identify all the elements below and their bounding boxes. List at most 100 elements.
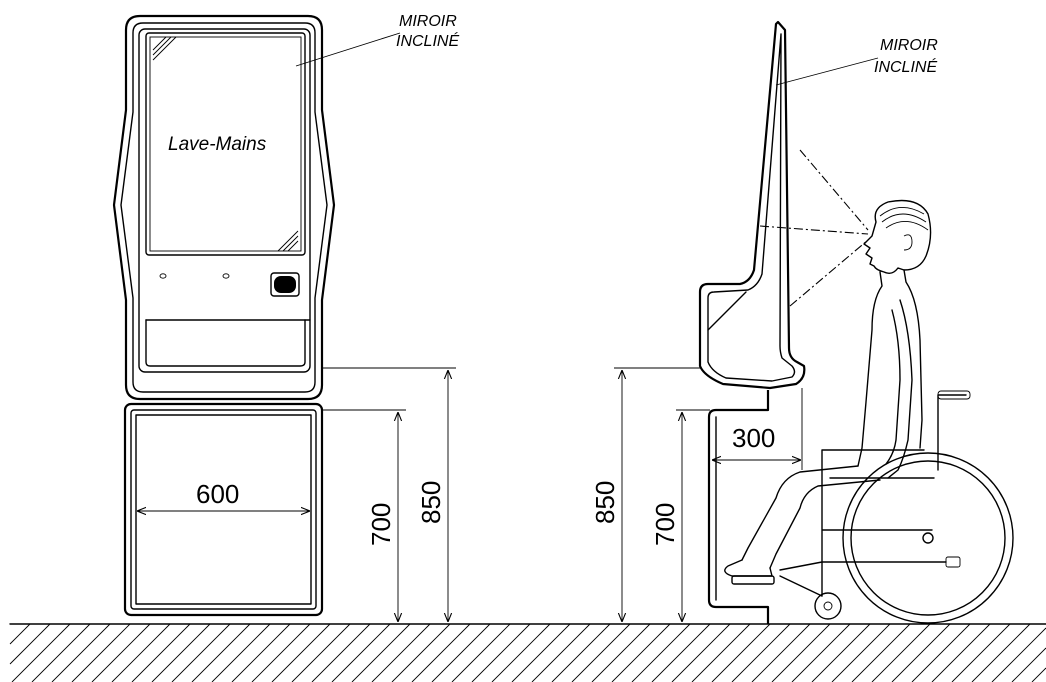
ground-hatch-line — [951, 623, 1011, 682]
ground-hatch-line — [611, 623, 671, 682]
ground-hatch-line — [351, 623, 411, 682]
ground-hatch-line — [291, 623, 351, 682]
ground-hatch-line — [631, 623, 691, 682]
ground-hatch-line — [731, 623, 791, 682]
faucet-sensor-left — [159, 273, 167, 279]
front-unit-outline-inner — [120, 22, 328, 393]
side-dim-700-text: 700 — [650, 503, 680, 546]
ground-hatch-line — [9, 623, 51, 665]
ground-hatch-line — [551, 623, 611, 682]
wheelchair-small-wheel — [814, 592, 842, 620]
soap-dispenser-button — [270, 272, 300, 297]
mirror-reflection-bottom — [277, 230, 299, 252]
ground-hatch-line — [751, 623, 811, 682]
person-head — [863, 199, 932, 275]
person-torso-back — [903, 269, 923, 449]
ground-hatch-line — [671, 623, 731, 682]
ground-hatch-line — [211, 623, 271, 682]
dim-700-text: 700 — [366, 503, 396, 546]
ground-hatch-line — [9, 623, 31, 645]
ground-hatch-line — [171, 623, 231, 682]
dim-width-text: 600 — [196, 479, 239, 509]
ground-hatch-line — [971, 623, 1031, 682]
ground-hatch-line — [111, 623, 171, 682]
wheelchair-frame — [821, 394, 967, 597]
ground — [9, 623, 1046, 682]
ground-hatch-line — [371, 623, 431, 682]
dim-300-text: 300 — [732, 423, 775, 453]
wheelchair-big-wheel-outer — [842, 452, 1014, 624]
soap-dispenser-inner — [274, 276, 296, 293]
side-mirror-label-2: INCLINÉ — [874, 57, 937, 76]
person-arm-inner — [885, 309, 901, 465]
ground-hatch-line — [311, 623, 371, 682]
ground-hatch-line — [71, 623, 131, 682]
ground-hatch-line — [271, 623, 331, 682]
ground-hatch-line — [571, 623, 631, 682]
side-dim-850-text: 850 — [590, 481, 620, 524]
front-cabinet-outer — [123, 402, 324, 617]
ground-hatch-line — [1011, 647, 1046, 682]
ground-hatch-line — [911, 623, 971, 682]
ground-hatch-line — [991, 627, 1046, 682]
front-mirror-label-2: INCLINÉ — [396, 31, 459, 50]
side-mirror-label-1: MIROIR — [880, 37, 938, 54]
person-hair-1 — [879, 207, 925, 217]
wheelchair-big-wheel-rim — [850, 460, 1006, 616]
ground-hatch-line — [151, 623, 211, 682]
ground-hatch-line — [391, 623, 451, 682]
ground-hatch-line — [891, 623, 951, 682]
side-mirror-leader — [775, 57, 879, 86]
person-foot — [724, 559, 773, 577]
wheelchair-axle-knob — [945, 556, 961, 568]
wheelchair-handle — [937, 390, 971, 400]
ground-hatching — [9, 623, 1046, 682]
ground-hatch-line — [771, 623, 831, 682]
ground-hatch-line — [231, 623, 291, 682]
person-hair-3 — [885, 221, 929, 231]
ground-hatch-line — [511, 623, 571, 682]
wheelchair — [731, 390, 1014, 624]
ground-hatch-line — [531, 623, 591, 682]
ground-hatch-line — [91, 623, 151, 682]
mirror-panel — [145, 32, 306, 256]
ground-hatch-line — [451, 623, 511, 682]
basin-label: Lave-Mains — [168, 134, 267, 155]
ground-hatch-line — [11, 623, 71, 682]
ground-hatch-line — [51, 623, 111, 682]
side-basin-edge — [707, 291, 747, 331]
person-thigh — [741, 465, 859, 561]
front-mirror-leader — [295, 32, 401, 67]
dim-850-text: 850 — [416, 481, 446, 524]
ground-hatch-line — [191, 623, 251, 682]
ground-hatch-line — [331, 623, 391, 682]
side-mirror-panel — [698, 20, 806, 390]
wheelchair-footrest — [731, 575, 775, 585]
basin-bottom — [145, 319, 306, 367]
sight-line-top — [799, 149, 869, 231]
mirror-glass — [149, 36, 302, 252]
mirror-reflection-top — [152, 36, 177, 61]
sight-line-mid — [759, 225, 869, 235]
person-thigh-lower — [769, 479, 881, 569]
side-mirror-inner — [707, 33, 796, 382]
front-cabinet-inner — [130, 409, 317, 610]
ground-hatch-line — [831, 623, 891, 682]
person-hair-2 — [881, 213, 927, 223]
faucet-sensor-middle — [222, 273, 230, 279]
ground-hatch-line — [251, 623, 311, 682]
person-ear — [903, 234, 913, 251]
ground-hatch-line — [1031, 667, 1046, 682]
ground-hatch-line — [591, 623, 651, 682]
person-torso-front — [857, 271, 883, 467]
ground-hatch-line — [471, 623, 531, 682]
person-arm — [887, 299, 913, 479]
wheelchair-big-wheel-hub — [922, 532, 934, 544]
sight-line-bottom — [789, 239, 869, 307]
ground-hatch-line — [651, 623, 711, 682]
front-mirror-label-1: MIROIR — [399, 13, 457, 30]
front-cabinet-panel — [135, 414, 312, 605]
ground-hatch-line — [411, 623, 471, 682]
ground-hatch-line — [31, 623, 91, 682]
